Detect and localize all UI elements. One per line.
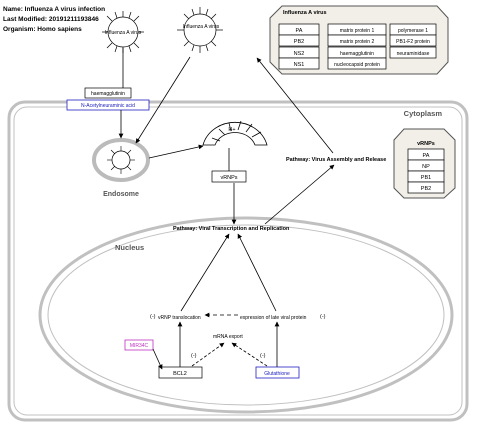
protein-pb2: PB2 — [294, 39, 304, 45]
minus-glutathione: (-) — [260, 353, 266, 359]
arrow-lateprotein-to-transcription — [237, 233, 277, 312]
minus-left: (-) — [150, 314, 156, 320]
protein-matrix1: matrix protein 1 — [340, 28, 375, 34]
vrnps-box-label: vRNPs — [220, 175, 237, 181]
endosome-label: Endosome — [103, 191, 139, 198]
arrow-translocation-to-transcription — [180, 233, 230, 312]
mrna-export-label: mRNA export — [213, 334, 243, 340]
haemagglutinin-box[interactable] — [84, 87, 132, 99]
virus-left-label: Influenza A virus — [105, 30, 142, 36]
proton-channel-icon — [202, 120, 268, 146]
protein-nucleocapsid: nucleocapsid protein — [334, 62, 380, 68]
protein-pa: PA — [296, 28, 303, 34]
mir34c-box[interactable] — [124, 339, 154, 351]
minus-right: (-) — [320, 314, 326, 320]
virus-right-label: Influenza A virus — [183, 24, 220, 30]
cytoplasm-compartment — [7, 100, 469, 422]
arrow-endosome-to-fan — [148, 144, 204, 159]
bcl2-box[interactable] — [158, 366, 203, 379]
protein-neuraminidase: neuraminidase — [397, 51, 430, 57]
bcl2-label: BCL2 — [173, 371, 187, 377]
protein-col2 — [327, 23, 387, 70]
endosome-icon — [92, 138, 150, 182]
arrow-mir34c-to-bcl2 — [152, 348, 163, 370]
vrnp-pa: PA — [423, 153, 430, 159]
late-viral-protein-label: expression of late viral protein — [240, 315, 307, 321]
arrow-bcl2-to-mrna-export — [191, 342, 225, 367]
protein-col3 — [389, 23, 437, 59]
haemagglutinin-label: haemagglutinin — [91, 91, 125, 97]
virus-particle-left-icon — [102, 11, 144, 53]
vrnps-panel — [393, 128, 456, 199]
pathway-transcription-label[interactable]: Pathway: Viral Transcription and Replica… — [173, 226, 290, 232]
vrnp-np: NP — [422, 164, 430, 170]
virus-particle-right-icon — [177, 7, 223, 53]
protein-haemagglutinin: haemagglutinin — [340, 51, 374, 57]
arrow-assembly-to-virus — [256, 57, 334, 154]
protein-col1 — [278, 23, 320, 70]
arrow-virus-to-endosome — [135, 56, 191, 144]
influenza-panel-title: Influenza A virus — [283, 10, 327, 16]
nucleus-label: Nucleus — [115, 243, 144, 252]
glutathione-box[interactable] — [255, 366, 300, 379]
protein-ns1: NS1 — [294, 62, 305, 68]
protein-matrix2: matrix protein 2 — [340, 39, 375, 45]
protein-pb1f2: PB1-F2 protein — [396, 39, 430, 45]
nana-box[interactable] — [66, 99, 150, 111]
hplus-label: H+ — [228, 127, 235, 133]
protein-ns2: NS2 — [294, 51, 305, 57]
arrow-glutathione-to-mrna-export — [231, 342, 268, 367]
nucleus-compartment — [38, 216, 454, 414]
interaction-arrows — [118, 48, 335, 370]
minus-bcl2: (-) — [191, 353, 197, 359]
organism: Organism: Homo sapiens — [3, 26, 82, 33]
pathway-assembly-label[interactable]: Pathway: Virus Assembly and Release — [286, 157, 386, 163]
vrnp-translocation-label: vRNP translocation — [158, 315, 201, 321]
protein-polymerase1: polymerase 1 — [398, 28, 428, 34]
diagram-name: Name: Influenza A virus infection — [3, 6, 106, 13]
vrnps-panel-title: vRNPs — [417, 141, 435, 147]
glutathione-label: Glutathione — [264, 371, 290, 377]
mir34c-label: MIR34C — [130, 343, 149, 349]
vrnp-pb2: PB2 — [421, 186, 431, 192]
nana-label: N-Acetylneuraminic acid — [81, 103, 135, 109]
vrnp-pb1: PB1 — [421, 175, 431, 181]
last-modified: Last Modified: 20191211193846 — [3, 16, 99, 23]
arrow-transcription-to-assembly — [264, 164, 335, 225]
cytoplasm-label: Cytoplasm — [404, 109, 443, 118]
